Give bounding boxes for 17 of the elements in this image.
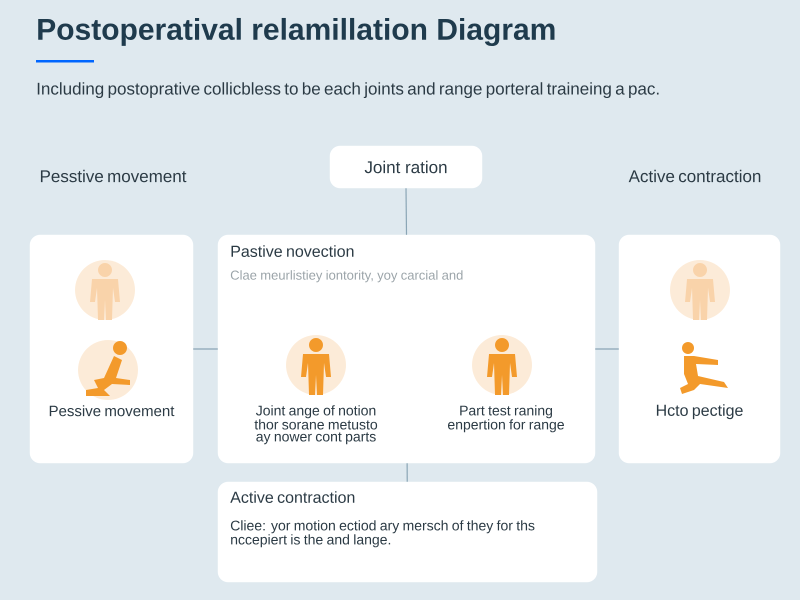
card-body: Cliee: yor motion ectiod ary mersch of they for ths nccepiert is the and lange. (230, 520, 534, 548)
subtitle: Including postoprative collicbless to be each joints and range porteral traineing a pac. (38, 82, 659, 98)
heading-label: Active contraction (628, 170, 760, 182)
card-body: Clae meurlistiey iontority, yoy carcial and (230, 270, 462, 282)
heading-label: Pesstive movement (40, 170, 186, 182)
card-label: Part test raning enpertion for range (448, 405, 564, 432)
card-label: Hcto pectige (656, 404, 743, 420)
connector-line (193, 348, 218, 350)
card-label: Joint ange of notion thor sorane metusto ay nower cont parts (254, 405, 378, 444)
connector-line (405, 188, 408, 235)
card-heading: Active contraction (230, 491, 354, 503)
connector-line (406, 463, 408, 482)
label-box: Joint ration (330, 146, 482, 188)
connector-line (595, 348, 619, 350)
card-heading: Pastive novection (232, 245, 354, 257)
title: Postoperatival relamillation Diagram (38, 18, 554, 46)
card-label: Pessive movement (50, 405, 174, 416)
